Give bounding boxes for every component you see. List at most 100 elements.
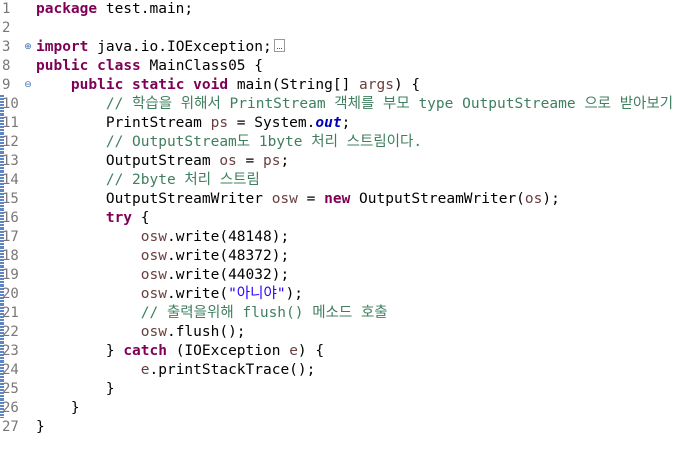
code-token: } [36, 381, 115, 397]
code-text[interactable]: import java.io.IOException; [36, 38, 285, 57]
code-token: { [132, 210, 150, 226]
code-token: } [36, 419, 45, 435]
code-token [36, 267, 141, 283]
line-number: 8 [2, 58, 11, 74]
line-number: 10 [2, 96, 19, 112]
code-text[interactable]: osw.flush(); [36, 323, 246, 342]
code-text[interactable]: package test.main; [36, 0, 193, 19]
code-line[interactable]: 16 try { [0, 209, 682, 228]
collapsed-imports-icon[interactable] [273, 39, 285, 52]
code-line[interactable]: 27} [0, 418, 682, 437]
code-token [36, 172, 106, 188]
code-token: } [36, 400, 80, 416]
code-token: OutputStream [36, 153, 220, 169]
code-text[interactable]: // 학습을 위해서 PrintStream 객체를 부모 type Outpu… [36, 95, 673, 114]
code-token: (IOException [166, 343, 290, 359]
code-text[interactable]: osw.write("아니야"); [36, 285, 303, 304]
code-text[interactable]: OutputStreamWriter osw = new OutputStrea… [36, 190, 560, 209]
code-text[interactable]: e.printStackTrace(); [36, 361, 316, 380]
line-number: 16 [2, 210, 19, 226]
code-text[interactable]: public class MainClass05 { [36, 57, 263, 76]
code-line[interactable]: 22 osw.flush(); [0, 323, 682, 342]
code-token: public [70, 77, 124, 93]
code-token: ; [280, 153, 290, 169]
code-text[interactable]: } [36, 418, 45, 437]
change-bar [0, 323, 4, 342]
code-token: new [324, 191, 351, 207]
code-line[interactable]: 1 package test.main; [0, 0, 682, 19]
line-number: 11 [2, 115, 19, 131]
code-line[interactable]: 11 PrintStream ps = System.out; [0, 114, 682, 133]
change-bar [0, 171, 4, 190]
code-text[interactable]: PrintStream ps = System.out; [36, 114, 351, 133]
line-number: 24 [2, 362, 19, 378]
code-line[interactable]: 24 e.printStackTrace(); [0, 361, 682, 380]
code-line[interactable]: 8 public class MainClass05 { [0, 57, 682, 76]
code-line[interactable]: 19 osw.write(44032); [0, 266, 682, 285]
line-number: 21 [2, 305, 19, 321]
code-token: // 출력을위해 flush() 메소드 호출 [140, 305, 388, 321]
code-token [88, 58, 97, 74]
code-text[interactable]: osw.write(48372); [36, 247, 289, 266]
code-token: osw [140, 229, 167, 245]
code-token: e [140, 362, 150, 378]
code-token: try [105, 210, 133, 226]
change-bar [0, 209, 4, 228]
code-token: void [193, 77, 229, 93]
code-line[interactable]: 15 OutputStreamWriter osw = new OutputSt… [0, 190, 682, 209]
code-token: osw [140, 248, 167, 264]
code-line[interactable]: 13 OutputStream os = ps; [0, 152, 682, 171]
code-text[interactable]: OutputStream os = ps; [36, 152, 289, 171]
code-line[interactable]: 9 ⊖ public static void main(String[] args… [0, 76, 682, 95]
expand-fold-icon[interactable]: ⊕ [24, 42, 32, 52]
code-line[interactable]: 20 osw.write("아니야"); [0, 285, 682, 304]
code-text[interactable]: // 출력을위해 flush() 메소드 호출 [36, 304, 388, 323]
code-token: class [97, 58, 141, 74]
line-number: 15 [2, 191, 19, 207]
code-line[interactable]: 18 osw.write(48372); [0, 247, 682, 266]
code-text[interactable]: osw.write(48148); [36, 228, 289, 247]
code-token [36, 210, 106, 226]
code-line[interactable]: 14 // 2byte 처리 스트림 [0, 171, 682, 190]
code-token: main(String[] [228, 77, 360, 93]
change-bar [0, 266, 4, 285]
code-line[interactable]: 21 // 출력을위해 flush() 메소드 호출 [0, 304, 682, 323]
code-token: = System. [228, 115, 316, 131]
change-bar [0, 285, 4, 304]
code-token: .printStackTrace(); [149, 362, 316, 378]
code-token: } [36, 343, 124, 359]
code-text[interactable]: } catch (IOException e) { [36, 342, 324, 361]
code-line[interactable]: 25 } [0, 380, 682, 399]
collapse-fold-icon[interactable]: ⊖ [24, 80, 32, 90]
code-text[interactable]: osw.write(44032); [36, 266, 289, 285]
code-text[interactable]: } [36, 380, 115, 399]
code-token: "아니야" [228, 286, 286, 302]
code-line[interactable]: 2 [0, 19, 682, 38]
code-token: .write(48148); [166, 229, 290, 245]
line-number: 18 [2, 248, 19, 264]
change-bar [0, 133, 4, 152]
code-token: // OutputStream도 1byte 처리 스트림이다. [105, 134, 423, 150]
code-line[interactable]: 10 // 학습을 위해서 PrintStream 객체를 부모 type Ou… [0, 95, 682, 114]
code-text[interactable]: try { [36, 209, 150, 228]
code-line[interactable]: 26 } [0, 399, 682, 418]
code-text[interactable]: // OutputStream도 1byte 처리 스트림이다. [36, 133, 422, 152]
code-line[interactable]: 12 // OutputStream도 1byte 처리 스트림이다. [0, 133, 682, 152]
code-text[interactable]: } [36, 399, 80, 418]
code-token [36, 305, 141, 321]
line-number: 9 [2, 77, 11, 93]
line-number: 23 [2, 343, 19, 359]
code-token: e [289, 343, 298, 359]
change-bar [0, 95, 4, 114]
code-line[interactable]: 3⊕import java.io.IOException; [0, 38, 682, 57]
line-number: 25 [2, 381, 19, 397]
line-number: 20 [2, 286, 19, 302]
line-number: 1 [2, 1, 11, 17]
code-text[interactable]: // 2byte 처리 스트림 [36, 171, 260, 190]
code-line[interactable]: 17 osw.write(48148); [0, 228, 682, 247]
code-token: ps [210, 115, 229, 131]
code-text[interactable]: public static void main(String[] args) { [36, 76, 420, 95]
code-line[interactable]: 23 } catch (IOException e) { [0, 342, 682, 361]
code-token [36, 248, 141, 264]
